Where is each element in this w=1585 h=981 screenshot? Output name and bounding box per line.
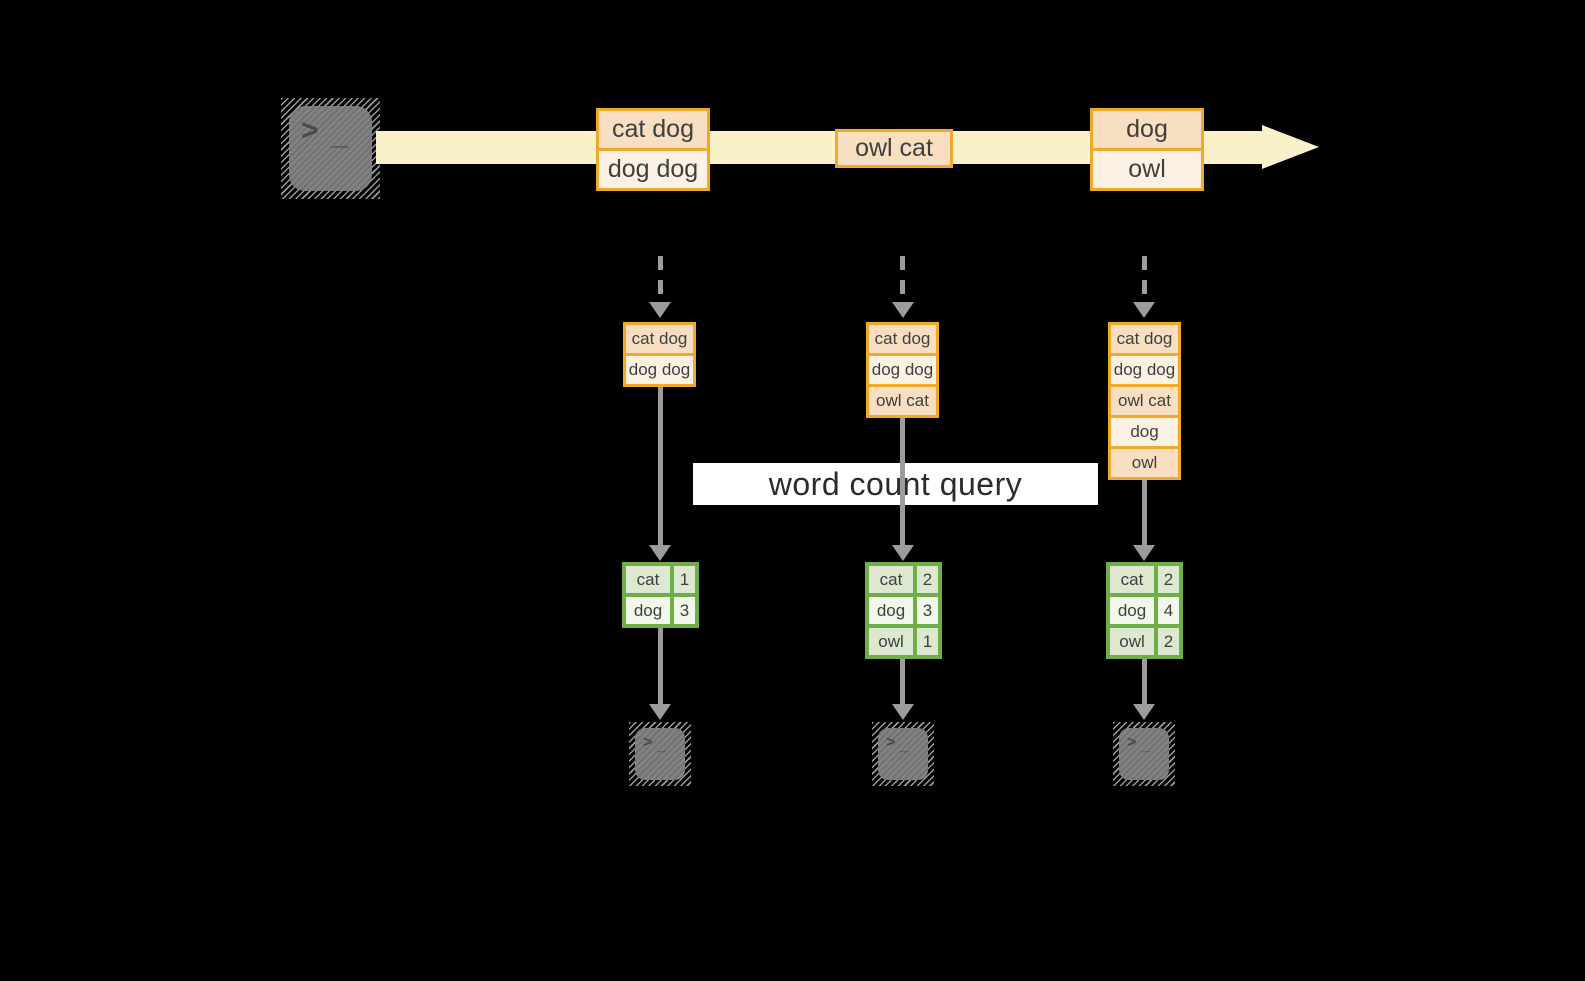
- terminal-sink-icon: > _: [629, 722, 691, 786]
- result-word: cat: [1110, 566, 1154, 593]
- sink-arrow-head: [649, 704, 671, 720]
- state-row: cat dog: [626, 325, 693, 353]
- state-row: cat dog: [869, 325, 936, 353]
- result-count: 1: [674, 566, 695, 593]
- query-banner-label: word count query: [768, 465, 1023, 502]
- state-box-2: cat dog dog dog owl cat: [866, 322, 939, 418]
- result-count: 4: [1158, 597, 1179, 624]
- state-row: owl cat: [1111, 387, 1178, 415]
- result-table-1: cat 1 dog 3: [622, 562, 699, 628]
- cursor-glyph: _: [1141, 737, 1150, 754]
- prompt-glyph: >: [886, 734, 896, 751]
- state-row: dog dog: [1111, 356, 1178, 384]
- result-count: 2: [917, 566, 938, 593]
- cursor-glyph: _: [331, 118, 348, 151]
- sink-arrow-stem: [1142, 659, 1147, 704]
- query-arrow-stem: [900, 418, 905, 545]
- result-word: cat: [626, 566, 670, 593]
- query-banner: word count query: [693, 463, 1098, 505]
- result-count: 2: [1158, 628, 1179, 655]
- stream-batch-2: owl cat: [835, 129, 953, 168]
- result-word: owl: [1110, 628, 1154, 655]
- result-word: dog: [1110, 597, 1154, 624]
- cursor-glyph: _: [657, 737, 666, 754]
- result-table-3: cat 2 dog 4 owl 2: [1106, 562, 1183, 659]
- query-arrow-head: [1133, 545, 1155, 561]
- state-row: dog dog: [869, 356, 936, 384]
- query-arrow-stem: [658, 387, 663, 545]
- stream-batch-1: cat dog dog dog: [596, 108, 710, 191]
- dashed-arrow-stem: [900, 256, 905, 302]
- batch-row: dog dog: [599, 151, 707, 188]
- cursor-glyph: _: [900, 737, 909, 754]
- prompt-glyph: >: [1127, 734, 1137, 751]
- result-word: cat: [869, 566, 913, 593]
- sink-arrow-head: [892, 704, 914, 720]
- state-row: owl: [1111, 449, 1178, 477]
- state-box-3: cat dog dog dog owl cat dog owl: [1108, 322, 1181, 480]
- dashed-arrow-head: [649, 302, 671, 318]
- state-row: cat dog: [1111, 325, 1178, 353]
- result-word: owl: [869, 628, 913, 655]
- prompt-glyph: >: [301, 114, 319, 147]
- result-table-2: cat 2 dog 3 owl 1: [865, 562, 942, 659]
- dashed-arrow-head: [892, 302, 914, 318]
- state-row: dog dog: [626, 356, 693, 384]
- query-arrow-head: [649, 545, 671, 561]
- result-count: 3: [674, 597, 695, 624]
- sink-arrow-head: [1133, 704, 1155, 720]
- result-count: 1: [917, 628, 938, 655]
- terminal-sink-icon: > _: [872, 722, 934, 786]
- batch-row: owl cat: [838, 132, 950, 165]
- terminal-sink-body: > _: [635, 728, 685, 780]
- dashed-arrow-stem: [1142, 256, 1147, 302]
- state-row: owl cat: [869, 387, 936, 415]
- prompt-glyph: >: [643, 734, 653, 751]
- batch-row: cat dog: [599, 111, 707, 148]
- query-arrow-stem: [1142, 480, 1147, 545]
- state-box-1: cat dog dog dog: [623, 322, 696, 387]
- result-count: 2: [1158, 566, 1179, 593]
- dashed-arrow-stem: [658, 256, 663, 302]
- dashed-arrow-head: [1133, 302, 1155, 318]
- stream-batch-3: dog owl: [1090, 108, 1204, 191]
- result-word: dog: [626, 597, 670, 624]
- sink-arrow-stem: [900, 659, 905, 704]
- terminal-sink-icon: > _: [1113, 722, 1175, 786]
- terminal-source-body: > _: [289, 106, 372, 191]
- stream-arrowhead: [1262, 125, 1319, 169]
- result-word: dog: [869, 597, 913, 624]
- terminal-source-icon: > _: [281, 98, 380, 199]
- result-count: 3: [917, 597, 938, 624]
- query-arrow-head: [892, 545, 914, 561]
- terminal-sink-body: > _: [1119, 728, 1169, 780]
- sink-arrow-stem: [658, 628, 663, 704]
- terminal-sink-body: > _: [878, 728, 928, 780]
- batch-row: dog: [1093, 111, 1201, 148]
- batch-row: owl: [1093, 151, 1201, 188]
- state-row: dog: [1111, 418, 1178, 446]
